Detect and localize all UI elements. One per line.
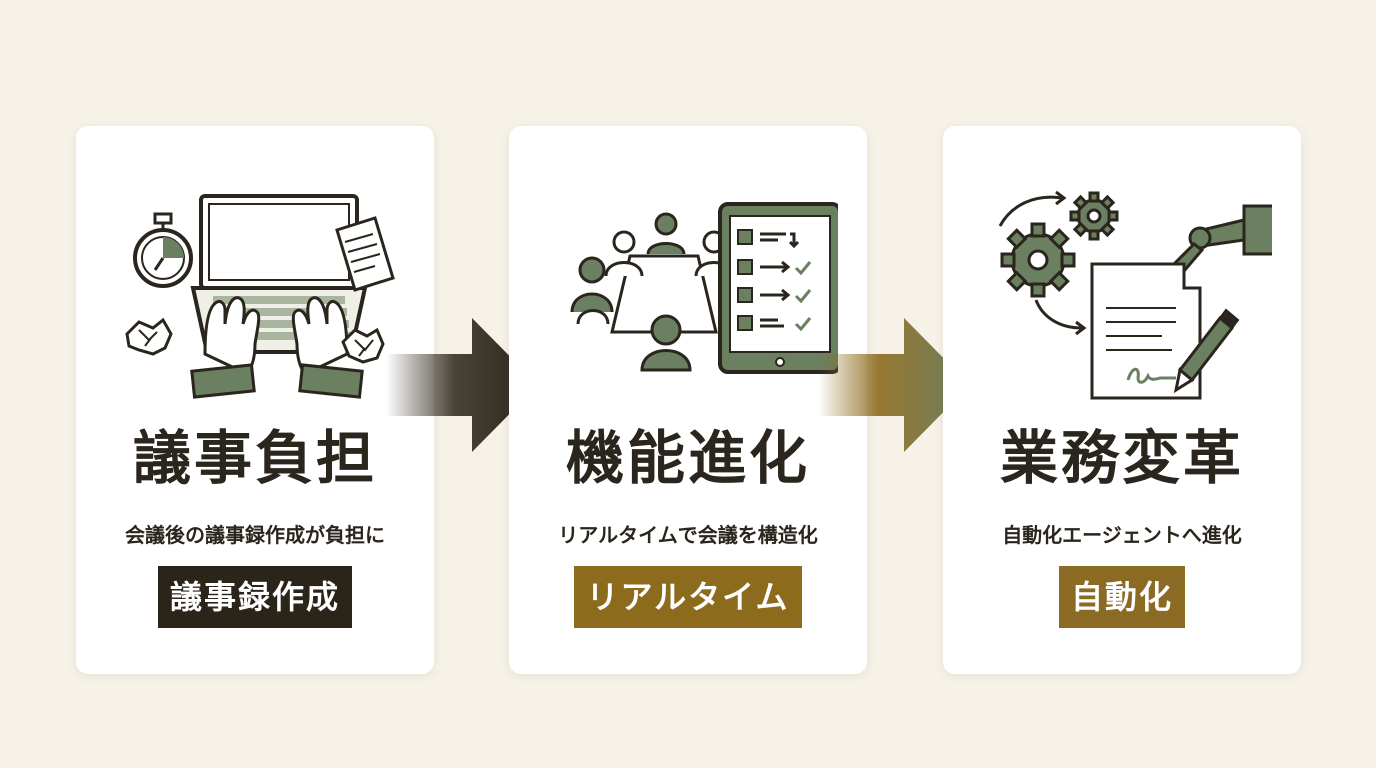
card-business-transformation: 業務変革 自動化エージェントへ進化 自動化 — [943, 126, 1301, 674]
card-subtitle: 会議後の議事録作成が負担に — [125, 523, 385, 547]
card-subtitle: リアルタイムで会議を構造化 — [558, 523, 818, 547]
pen-icon — [1173, 308, 1240, 394]
checkmark-icon — [794, 261, 812, 332]
tablet-checklist-icon — [718, 202, 838, 374]
card-title: 業務変革 — [999, 424, 1244, 492]
card-title: 議事負担 — [132, 424, 377, 492]
card-subtitle: 自動化エージェントへ進化 — [1002, 523, 1242, 547]
typing-hands-icon — [190, 296, 364, 399]
card-3-illustration — [998, 190, 1272, 400]
people-icon — [570, 212, 734, 372]
arrow-right-icon — [818, 318, 970, 452]
card-1-illustration — [125, 194, 395, 399]
badge-wrap: 議事録作成 — [76, 566, 434, 628]
cycle-arrow-icon — [998, 190, 1087, 336]
card-badge: リアルタイム — [574, 566, 802, 628]
arrow-right-icon — [386, 318, 538, 452]
card-title: 機能進化 — [565, 424, 810, 492]
card-feature-evolution: 機能進化 リアルタイムで会議を構造化 リアルタイム — [509, 126, 867, 674]
badge-wrap: 自動化 — [943, 566, 1301, 628]
card-badge: 議事録作成 — [157, 566, 352, 628]
gear-icon — [1000, 191, 1119, 298]
stopwatch-icon — [133, 212, 193, 288]
document-icon — [335, 216, 395, 292]
crumpled-paper-icon — [125, 317, 385, 364]
signed-document-icon — [1090, 262, 1202, 400]
card-2-illustration — [570, 202, 838, 374]
badge-wrap: リアルタイム — [509, 566, 867, 628]
card-badge: 自動化 — [1058, 566, 1185, 628]
card-meeting-burden: 議事負担 会議後の議事録作成が負担に 議事録作成 — [76, 126, 434, 674]
